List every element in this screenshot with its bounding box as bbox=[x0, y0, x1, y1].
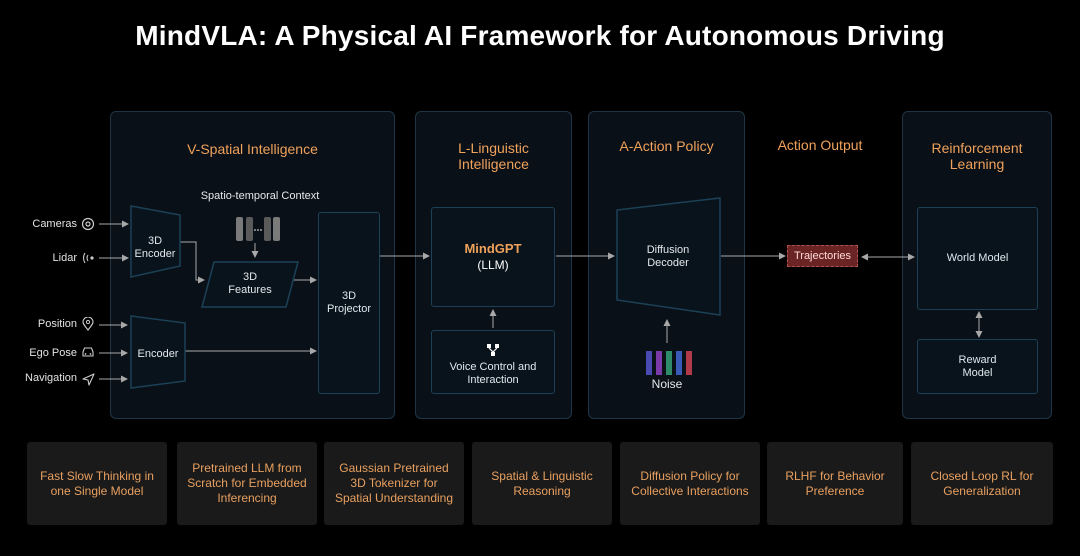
3d-projector-box: 3D Projector bbox=[318, 212, 380, 394]
world-model-box: World Model bbox=[917, 207, 1038, 310]
3d-encoder-shape bbox=[130, 205, 181, 278]
mindgpt-label: MindGPT bbox=[464, 241, 522, 256]
rl-panel-title: Reinforcement Learning bbox=[931, 140, 1023, 172]
input-position-label: Position bbox=[37, 318, 77, 330]
car-icon bbox=[82, 347, 94, 357]
mindgpt-box: MindGPT (LLM) bbox=[431, 207, 555, 307]
noise-label: Noise bbox=[651, 377, 683, 391]
input-lidar-label: Lidar bbox=[52, 252, 77, 264]
noise-bars bbox=[646, 351, 692, 375]
voice-control-box: Voice Control and Interaction bbox=[431, 330, 555, 394]
navigation-icon bbox=[82, 373, 95, 386]
feature-card: Diffusion Policy for Collective Interact… bbox=[620, 442, 760, 525]
vision-panel-title: V-Spatial Intelligence bbox=[187, 141, 318, 157]
feature-card: Spatial & Linguistic Reasoning bbox=[472, 442, 612, 525]
input-ego-pose-label: Ego Pose bbox=[29, 347, 77, 359]
page-title: MindVLA: A Physical AI Framework for Aut… bbox=[135, 20, 945, 51]
diffusion-decoder-shape bbox=[616, 197, 721, 316]
voice-control-label: Voice Control and Interaction bbox=[449, 361, 537, 386]
feature-card: RLHF for Behavior Preference bbox=[767, 442, 903, 525]
context-label: Spatio-temporal Context bbox=[200, 190, 320, 202]
language-panel-title: L-Linguistic Intelligence bbox=[458, 140, 529, 172]
feature-card: Pretrained LLM from Scratch for Embedded… bbox=[177, 442, 317, 525]
3d-features-shape bbox=[201, 261, 299, 308]
input-cameras-label: Cameras bbox=[32, 218, 77, 230]
feature-card: Closed Loop RL for Generalization bbox=[911, 442, 1053, 525]
lidar-icon bbox=[82, 252, 94, 264]
encoder-label: Encoder bbox=[137, 348, 179, 360]
diffusion-decoder-label: Diffusion Decoder bbox=[646, 244, 690, 269]
context-tokens bbox=[236, 217, 280, 241]
llm-label: (LLM) bbox=[477, 258, 509, 272]
encoder-shape bbox=[130, 315, 186, 389]
feature-card: Fast Slow Thinking in one Single Model bbox=[27, 442, 167, 525]
output-title: Action Output bbox=[777, 137, 863, 153]
voice-control-icon bbox=[487, 344, 499, 356]
3d-encoder-label: 3D Encoder bbox=[134, 235, 176, 260]
3d-features-label: 3D Features bbox=[228, 271, 272, 296]
trajectories-box: Trajectories bbox=[787, 245, 858, 267]
input-navigation-label: Navigation bbox=[25, 372, 77, 384]
reward-model-box: Reward Model bbox=[917, 339, 1038, 394]
action-panel-title: A-Action Policy bbox=[619, 138, 714, 154]
position-icon bbox=[82, 317, 94, 331]
feature-card: Gaussian Pretrained 3D Tokenizer for Spa… bbox=[324, 442, 464, 525]
camera-icon bbox=[81, 217, 95, 231]
